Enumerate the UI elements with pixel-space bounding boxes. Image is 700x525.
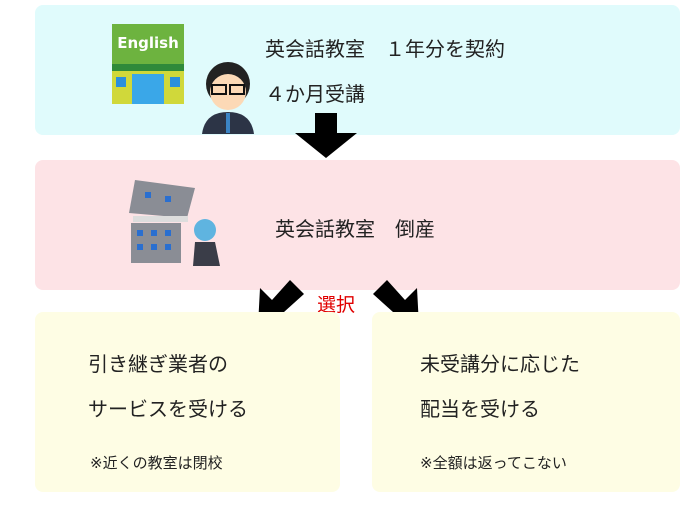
dividend-line2: 配当を受ける [420, 397, 540, 421]
choice-label: 選択 [317, 294, 356, 316]
contract-text: 英会話教室 １年分を契約 [265, 37, 505, 61]
successor-line1: 引き継ぎ業者の [88, 352, 228, 376]
collapsed-building-illustration [129, 180, 220, 266]
successor-note: ※近くの教室は閉校 [90, 454, 223, 472]
dividend-line1: 未受講分に応じた [420, 352, 580, 376]
option-dividend-box [372, 312, 680, 492]
down-arrow-icon [295, 113, 357, 158]
svg-text:English: English [117, 34, 179, 52]
english-school-illustration: English [112, 24, 254, 134]
dividend-note: ※全額は返ってこない [420, 454, 567, 472]
option-successor-box [35, 312, 340, 492]
successor-line2: サービスを受ける [88, 397, 248, 421]
bankruptcy-text: 英会話教室 倒産 [275, 217, 435, 241]
attendance-text: ４か月受講 [265, 82, 365, 106]
